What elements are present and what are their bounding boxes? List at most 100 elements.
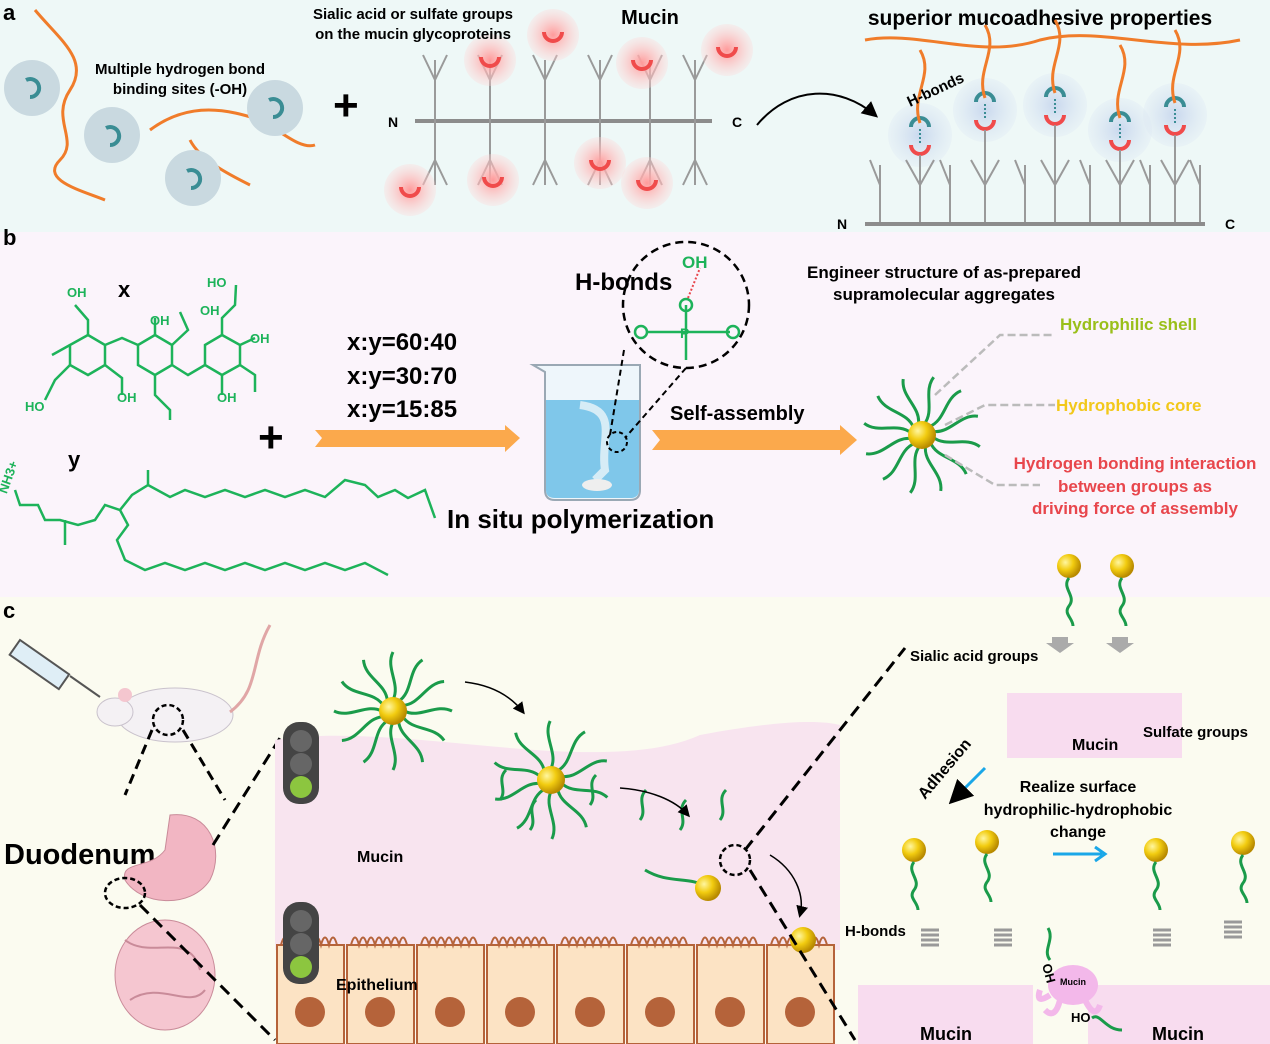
down-arrow-icon [1106,637,1134,653]
glycan-branch [869,159,881,224]
sialic-group-icon [631,59,653,71]
glycan-branch [905,155,935,224]
hbond-interaction-label: Hydrogen bonding interaction [1014,454,1257,473]
chem-label: OH [250,331,270,346]
microvilli [700,936,758,949]
polymer-arm [556,788,588,828]
c-terminus: C [732,114,742,130]
hydrophobic-core [1144,838,1168,862]
microvilli [350,936,408,949]
orange-arrow-1 [315,425,520,452]
y-label: y [68,447,81,472]
sialic-glow [527,9,579,61]
binding-sites [4,60,303,206]
traffic-light-top [283,722,319,804]
polymer-arm [401,715,446,742]
polymer-arm [865,437,912,456]
n-terminus-2: N [837,216,847,232]
micelle [863,376,981,494]
nucleus [575,997,605,1027]
oh-label: OH [682,253,708,272]
polymer-arm [561,759,608,778]
polymer-arm [718,788,728,821]
glycan-branch [970,130,1000,224]
chem-label: OH [117,390,137,405]
sialic-group-icon [1044,114,1066,126]
sialic-group-icon [1164,124,1186,136]
realize-label-2: hydrophilic-hydrophobic [984,802,1173,819]
transition-arrow [756,92,879,126]
polymer-arm [876,395,915,429]
polymer-chain [981,24,992,99]
sialic-group-icon [479,56,501,68]
epithelial-cell [416,944,485,1044]
sialic-groups-label: Sialic acid groups [910,648,1038,665]
sialic-group-icon [589,159,611,171]
sialic-group-icon [482,176,504,188]
hydrophobic-core [908,421,936,449]
ratio-2: x:y=30:70 [347,363,457,390]
nucleus [505,997,535,1027]
sialic-group-icon [716,46,738,58]
polymer-arm [1065,577,1075,627]
sialic-label-2: on the mucin glycoproteins [315,26,511,43]
polymer-arm [1118,577,1128,627]
polymer-arm [528,798,538,831]
hbonds-label-c: H-bonds [845,923,906,940]
polymer-arm [362,659,389,702]
hydrophobic-core [1057,554,1081,578]
beaker [529,364,641,501]
nucleus [295,997,325,1027]
polymer-arm [638,788,648,821]
mucin-block-bottom-left [858,985,1033,1044]
polymer-arm [333,707,383,715]
polymer-arm [547,790,556,840]
down-arrow-icon [1046,637,1074,653]
polymer-arm [560,782,609,799]
hbond-interaction-label-2: between groups as [1058,477,1212,496]
glycan-branch [1105,150,1135,224]
nucleus [645,997,675,1027]
epithelial-cell [346,944,415,1044]
orange-arrow-2 [652,425,857,455]
polymer-arm [514,732,546,772]
polymer-arm [341,715,384,742]
glycan-branch [1079,159,1091,224]
chem-label: HO [207,275,227,290]
c-terminus-2: C [1225,216,1235,232]
hydrophilic-shell-label: Hydrophilic shell [1060,315,1197,334]
binding-sites-label-2: binding sites (-OH) [113,81,247,98]
polymer-arm [493,761,542,778]
polymer-arm [983,853,993,903]
hbonds-label: H-bonds [575,269,672,296]
hydrophobic-core [1110,554,1134,578]
polymer-arm [882,442,916,481]
ratio-3: x:y=15:85 [347,396,457,423]
in-situ-label: In situ polymerization [447,504,714,534]
micelles [333,651,816,953]
sialic-glow [621,157,673,209]
polysaccharide-structure [43,284,257,420]
polymer-chain [1171,29,1182,104]
realize-label: Realize surface [1020,779,1137,796]
nucleus [785,997,815,1027]
panel-b: b x OH HO OH OH HO OH OH OH y NH3+ + x:y… [0,225,1257,577]
microvilli [490,936,548,949]
traffic-light-bottom [283,902,319,984]
microvilli [420,936,478,949]
stomach-intestine-icon [114,814,217,1031]
sialic-glow [701,24,753,76]
polymer-arm [1152,861,1162,911]
glycan-branch [1160,135,1190,224]
chem-label: OH [200,303,220,318]
hydrophobic-core-label: Hydrophobic core [1056,396,1201,415]
sialic-group-icon [636,179,658,191]
glycan-branch [422,54,448,186]
octopus-icon [1035,965,1103,1017]
sialic-glow [384,164,436,216]
engineer-label: Engineer structure of as-prepared [807,263,1081,282]
polymer-arm [340,680,385,707]
phosphate-group [633,297,741,360]
hydrophobic-core [695,875,721,901]
